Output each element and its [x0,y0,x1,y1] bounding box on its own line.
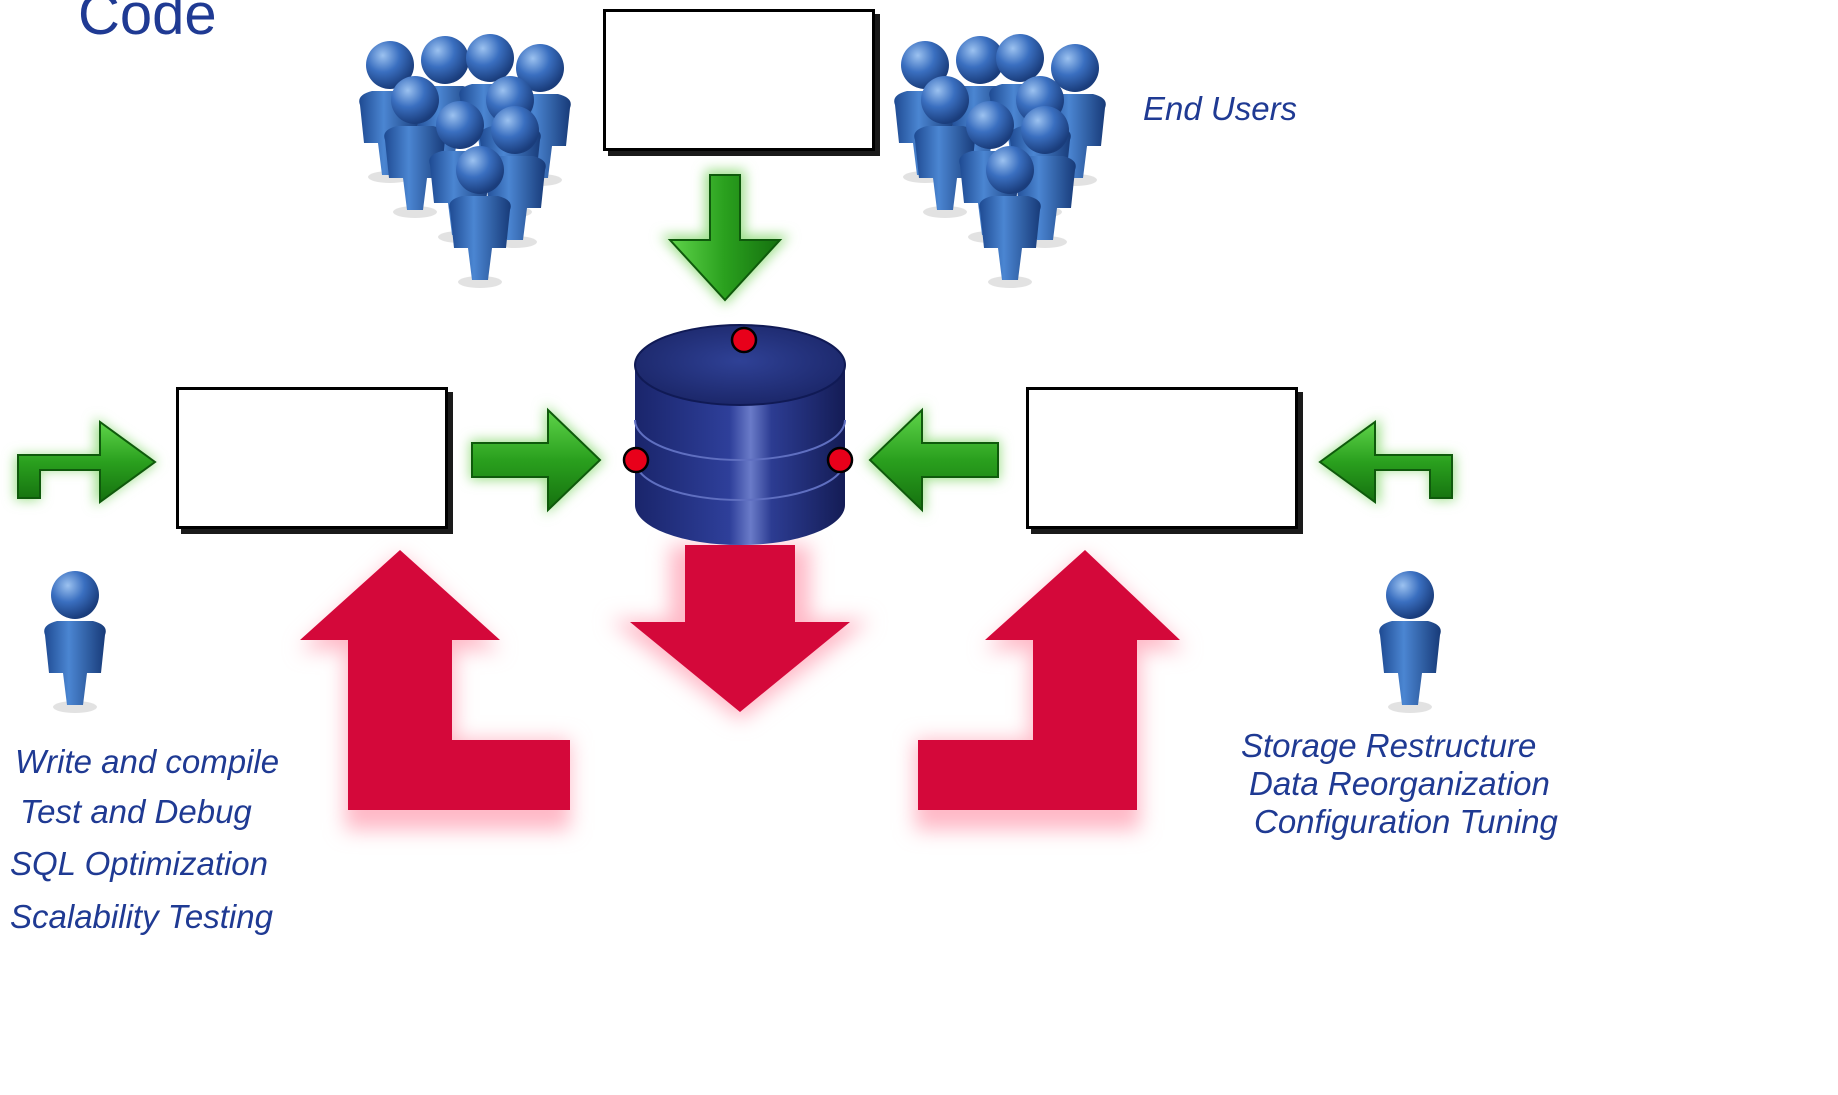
arrow-left-icon [865,405,1000,515]
connection-dot [826,446,854,474]
database-icon [622,324,854,545]
red-arrow-right-up [915,550,1185,830]
connection-dot [622,446,650,474]
dba-task: Configuration Tuning [1254,803,1558,840]
page-title: Code [78,0,217,47]
people-group-icon [894,34,1106,288]
red-arrow-down [610,545,870,720]
arrow-right-icon [470,405,605,515]
developer-task: Scalability Testing [10,898,273,935]
arrow-left-icon [1317,418,1455,506]
dba-task: Storage Restructure [1241,727,1537,764]
red-arrow-left-up [300,550,570,830]
developer-task: Test and Debug [20,793,252,830]
left-box [176,387,448,529]
connection-dot [730,326,758,354]
developer-task: Write and compile [15,743,280,780]
arrow-right-icon [15,418,158,506]
developer-task: SQL Optimization [10,845,269,882]
dba-task: Data Reorganization [1249,765,1550,802]
end-users-label: End Users [1143,90,1298,127]
person-icon [44,571,106,713]
people-group-icon [359,34,571,288]
right-box [1026,387,1298,529]
person-icon [1379,571,1441,713]
top-box [603,9,875,151]
arrow-down-icon [660,170,790,305]
